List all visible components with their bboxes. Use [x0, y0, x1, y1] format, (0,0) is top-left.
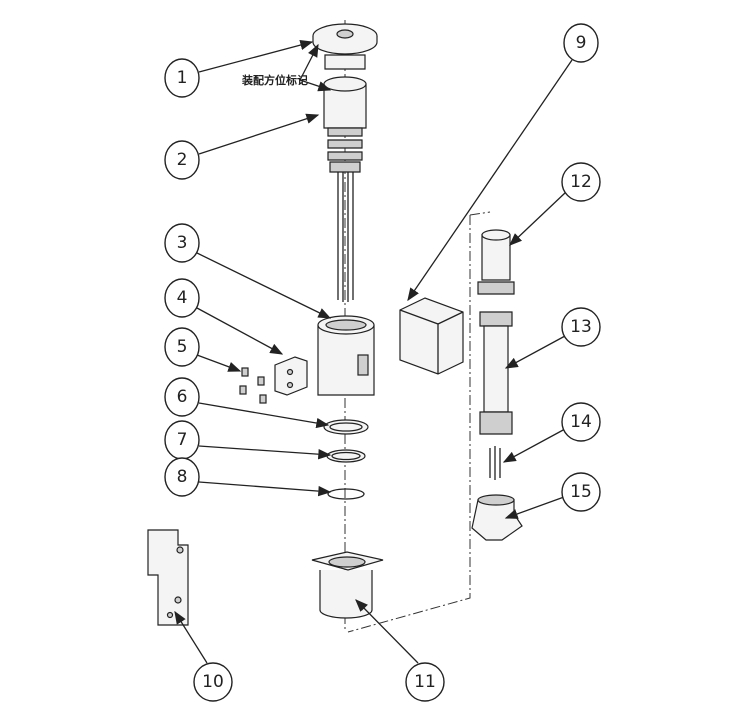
- part-12-connector-head: [477, 229, 515, 295]
- callout-6: 6: [164, 377, 200, 417]
- svg-text:2: 2: [177, 150, 188, 170]
- callout-12: 12: [561, 162, 601, 202]
- svg-text:14: 14: [570, 412, 592, 432]
- callout-3: 3: [164, 223, 200, 263]
- svg-text:10: 10: [202, 672, 224, 692]
- svg-text:9: 9: [576, 33, 587, 53]
- callout-15: 15: [561, 472, 601, 512]
- part-9-electrical-box: [399, 297, 464, 375]
- svg-text:3: 3: [177, 233, 188, 253]
- callout-14: 14: [561, 402, 601, 442]
- svg-text:7: 7: [177, 430, 188, 450]
- callout-8: 8: [164, 457, 200, 497]
- svg-text:6: 6: [177, 387, 188, 407]
- callout-9: 9: [563, 23, 599, 63]
- part-4-bracket: [274, 356, 308, 396]
- callout-10: 10: [193, 662, 233, 702]
- callout-1: 1: [164, 58, 200, 98]
- svg-text:15: 15: [570, 482, 592, 502]
- part-2-shaft-body: [323, 76, 367, 302]
- svg-text:4: 4: [177, 288, 188, 308]
- assembly-orientation-mark-label: 装配方位标记: [241, 73, 308, 87]
- part-10-mount-bracket: [147, 529, 189, 626]
- assembly-path-line: [347, 215, 471, 633]
- svg-text:1: 1: [177, 68, 188, 88]
- callout-5: 5: [164, 327, 200, 367]
- part-11-base: [311, 551, 384, 619]
- callout-13: 13: [561, 307, 601, 347]
- part-1-flange: [312, 23, 378, 70]
- svg-text:8: 8: [177, 467, 188, 487]
- part-6-ring: [323, 419, 369, 435]
- part-15-end-cap: [471, 494, 523, 541]
- callout-2: 2: [164, 140, 200, 180]
- callout-4: 4: [164, 278, 200, 318]
- part-7-ring: [326, 449, 366, 463]
- part-13-tube: [479, 311, 513, 435]
- svg-text:11: 11: [414, 672, 436, 692]
- callout-11: 11: [405, 662, 445, 702]
- callout-7: 7: [164, 420, 200, 460]
- svg-text:13: 13: [570, 317, 592, 337]
- part-14-pins: [489, 446, 501, 480]
- leader-lines: [174, 39, 573, 664]
- svg-text:5: 5: [177, 337, 188, 357]
- part-8-circlip: [327, 488, 365, 500]
- svg-text:12: 12: [570, 172, 592, 192]
- part-3-housing: [317, 315, 375, 396]
- part-5-screws: [239, 367, 267, 404]
